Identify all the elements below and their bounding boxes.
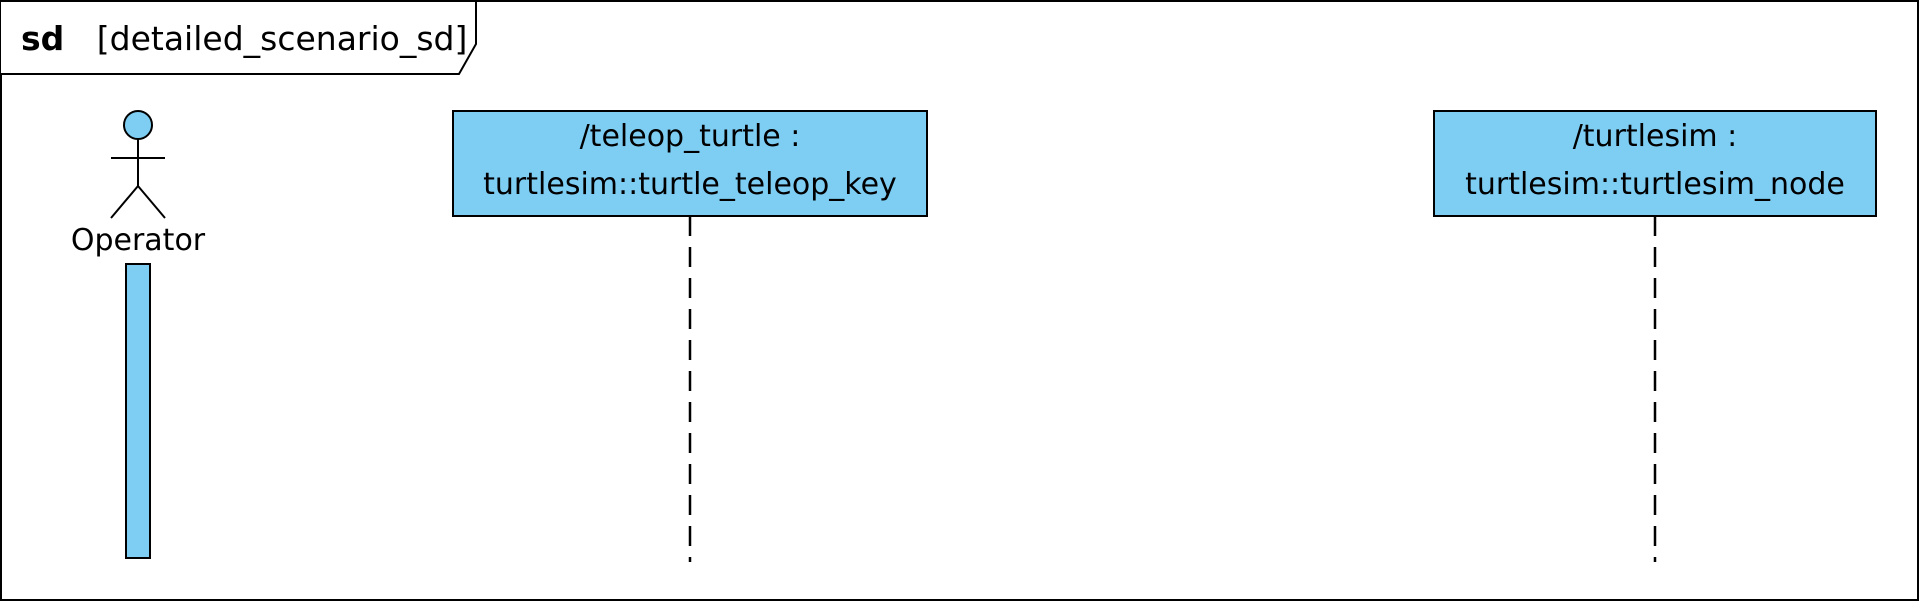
frame-keyword: sd (21, 19, 64, 58)
frame-title: sd [detailed_scenario_sd] (21, 19, 467, 58)
frame-name: [detailed_scenario_sd] (97, 19, 468, 58)
lifeline-head-turtlesim (1433, 110, 1877, 217)
lifeline-turtlesim[interactable]: /turtlesim : turtlesim::turtlesim_node (1433, 110, 1877, 562)
actor-left-leg (110, 185, 139, 219)
lifeline-turtlesim-line1: /turtlesim : (1573, 119, 1738, 154)
lifeline-teleop-turtle-line2: turtlesim::turtle_teleop_key (483, 167, 897, 202)
lifeline-teleop-turtle-line1: /teleop_turtle : (580, 119, 801, 154)
actor-right-leg (137, 185, 166, 219)
frame-name-tab (1, 0, 477, 75)
actor-label: Operator (71, 223, 206, 258)
actor-operator[interactable]: Operator (71, 110, 206, 258)
lifeline-turtlesim-line2: turtlesim::turtlesim_node (1465, 167, 1845, 202)
actor-head (123, 110, 153, 140)
operator-activation-bar (125, 263, 151, 559)
lifeline-teleop-turtle[interactable]: /teleop_turtle : turtlesim::turtle_teleo… (452, 110, 928, 562)
